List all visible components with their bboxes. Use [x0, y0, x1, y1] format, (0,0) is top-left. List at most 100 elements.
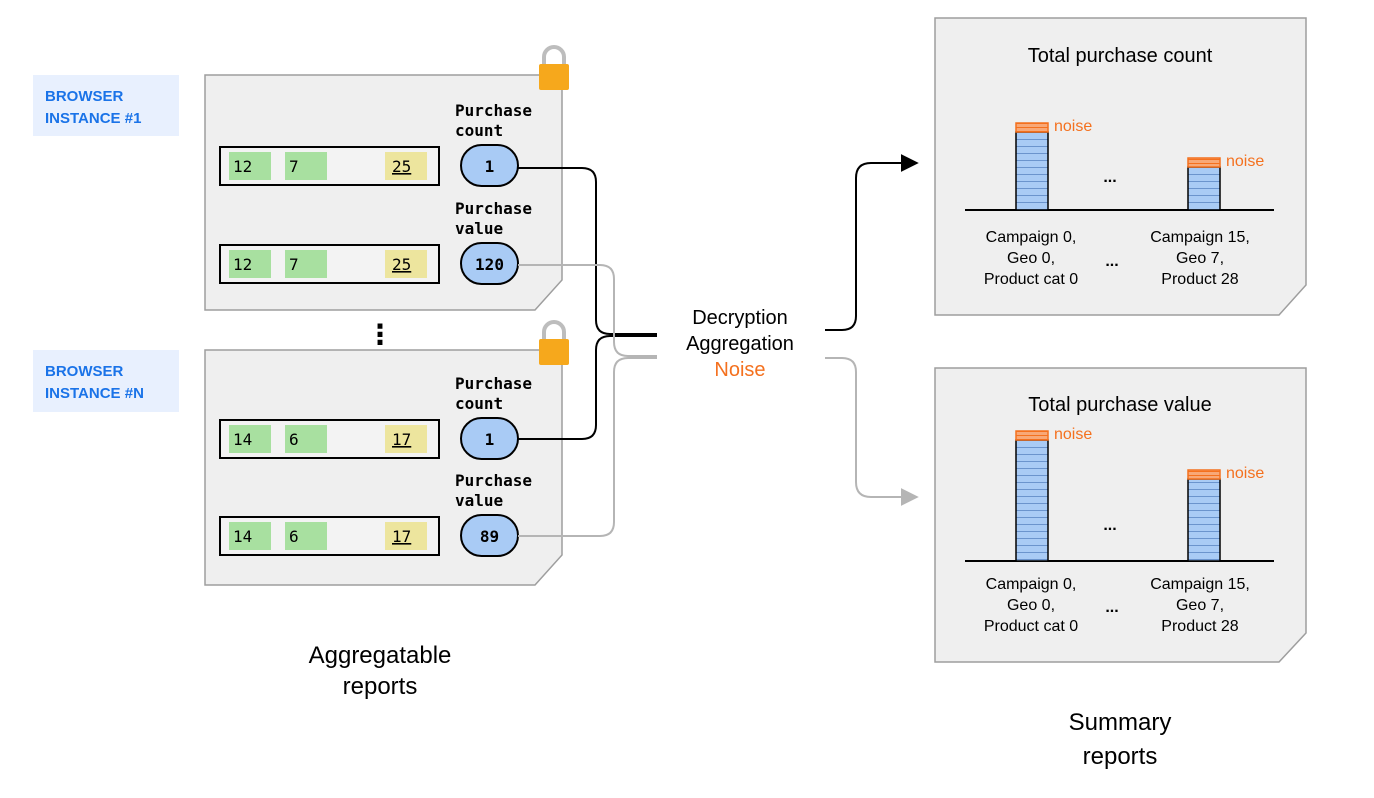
key-value: 12 [233, 255, 252, 274]
category-label: Product cat 0 [984, 618, 1078, 635]
category-label: Campaign 0, [986, 229, 1077, 246]
value-label: value [455, 491, 503, 510]
value-pill-text: 1 [485, 157, 495, 176]
arrow-to-value-summary [825, 357, 919, 506]
category-label: Geo 7, [1176, 597, 1224, 614]
key-chunk-green [229, 522, 271, 550]
key-value: 14 [233, 430, 252, 449]
key-chunk-green [285, 425, 327, 453]
browser-label-1-line2: INSTANCE #1 [45, 110, 141, 127]
key-value: 7 [289, 255, 299, 274]
category-label: Geo 7, [1176, 250, 1224, 267]
value-pill [460, 242, 519, 285]
summary-title: Total purchase value [1028, 394, 1211, 416]
key-value: 6 [289, 430, 299, 449]
noise-label: noise [1054, 426, 1092, 443]
noise-segment [1015, 122, 1049, 133]
summary-bar [1187, 166, 1221, 211]
category-label: Geo 0, [1007, 250, 1055, 267]
connectors [518, 167, 657, 537]
browser-label-n: BROWSER INSTANCE #N [33, 350, 179, 412]
key-chunk-green [285, 250, 327, 278]
browser-label-1: BROWSER INSTANCE #1 [33, 75, 179, 136]
vertical-ellipsis: ⋮ [366, 319, 394, 350]
noise-label: noise [1054, 118, 1092, 135]
key-value: 14 [233, 527, 252, 546]
noise-segment [1187, 157, 1221, 168]
summary-bar [1187, 478, 1221, 562]
browser-label-1-bg [33, 75, 179, 136]
value-label: Purchase [455, 199, 532, 218]
connector-count-1 [518, 167, 657, 335]
value-label: Purchase [455, 101, 532, 120]
aggregatable-report-1: 12 7 25 Purchase count 1 12 7 25 Purchas… [204, 45, 569, 311]
key-chunk-yellow [385, 522, 427, 550]
summary-bar [1015, 131, 1049, 211]
connector-value-1 [518, 264, 657, 357]
lock-icon [539, 45, 569, 90]
summary-bars: noise noise [1015, 118, 1264, 211]
key-value: 6 [289, 527, 299, 546]
summary-report-value: Total purchase value noise noise ... Camp… [934, 367, 1307, 663]
category-label: Product 28 [1161, 271, 1238, 288]
noise-segment [1187, 469, 1221, 480]
summary-caption-line2: reports [1083, 743, 1158, 770]
bar-ellipsis: ... [1103, 169, 1116, 186]
noise-segment [1015, 430, 1049, 441]
key-value: 7 [289, 157, 299, 176]
key-chunk-green [229, 152, 271, 180]
value-label: Purchase [455, 374, 532, 393]
category-label: Campaign 15, [1150, 229, 1250, 246]
summary-title: Total purchase count [1028, 45, 1213, 67]
noise-label: noise [1226, 153, 1264, 170]
value-label: count [455, 121, 503, 140]
value-pill-text: 1 [485, 430, 495, 449]
aggregatable-report-n: 14 6 17 Purchase count 1 14 6 17 Purchas… [204, 320, 569, 586]
key-chunk-yellow [385, 152, 427, 180]
key-value: 25 [392, 255, 411, 274]
aggregatable-caption-line1: Aggregatable [309, 642, 452, 669]
key-chunk-green [229, 250, 271, 278]
category-label: Product cat 0 [984, 271, 1078, 288]
key-chunk-yellow [385, 425, 427, 453]
key-value: 17 [392, 527, 411, 546]
lock-icon [539, 320, 569, 365]
summary-document [934, 17, 1307, 316]
value-label: count [455, 394, 503, 413]
connector-value-n [518, 357, 657, 537]
key-value: 25 [392, 157, 411, 176]
category-label: Campaign 0, [986, 576, 1077, 593]
key-chunk-green [229, 425, 271, 453]
connector-count-n [518, 335, 657, 440]
key-chunk-yellow [385, 250, 427, 278]
browser-label-1-line1: BROWSER [45, 88, 124, 105]
browser-label-n-line2: INSTANCE #N [45, 385, 144, 402]
value-label: Purchase [455, 471, 532, 490]
category-label: Product 28 [1161, 618, 1238, 635]
browser-label-n-line1: BROWSER [45, 363, 124, 380]
key-chunk-green [285, 522, 327, 550]
category-label: Geo 0, [1007, 597, 1055, 614]
process-aggregation: Aggregation [686, 333, 794, 355]
browser-label-n-bg [33, 350, 179, 412]
noise-label: noise [1226, 465, 1264, 482]
arrow-to-count-summary [825, 154, 919, 331]
key-chunk-green [285, 152, 327, 180]
value-pill-text: 120 [475, 255, 504, 274]
key-value: 17 [392, 430, 411, 449]
value-pill-text: 89 [480, 527, 499, 546]
process-noise: Noise [714, 359, 765, 381]
category-ellipsis: ... [1105, 253, 1118, 270]
summary-bars: noise noise [1015, 426, 1264, 562]
process-decryption: Decryption [692, 307, 788, 329]
category-ellipsis: ... [1105, 599, 1118, 616]
aggregatable-caption-line2: reports [343, 673, 418, 700]
key-value: 12 [233, 157, 252, 176]
value-label: value [455, 219, 503, 238]
category-label: Campaign 15, [1150, 576, 1250, 593]
summary-report-count: Total purchase count noise noise ... Camp… [934, 17, 1307, 316]
summary-bar [1015, 439, 1049, 562]
value-pill [460, 144, 519, 187]
